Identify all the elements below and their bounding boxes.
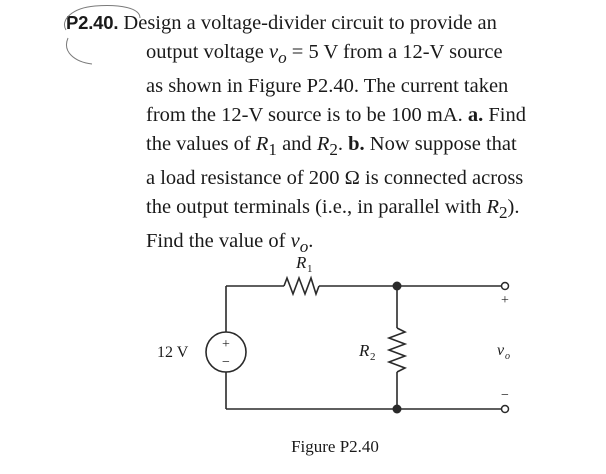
problem-text: as shown in Figure P2.40. The current ta… [146, 75, 509, 98]
symbol-vo: v [268, 41, 279, 63]
junction-dot-top [392, 281, 402, 291]
problem-text: Design a voltage-divider circuit to prov… [123, 12, 497, 34]
problem-text: and [276, 133, 317, 156]
symbol-r2: R [316, 133, 330, 156]
problem-line-1: P2.40. Design a voltage-divider circuit … [66, 8, 602, 38]
problem-line-6: a load resistance of 200 Ω is connected … [66, 164, 602, 193]
problem-number: P2.40. [66, 12, 119, 33]
symbol-subscript: 2 [498, 203, 508, 223]
problem-line-2: output voltage vo = 5 V from a 12-V sour… [66, 38, 602, 72]
problem-text: from the 12-V source is to be 100 mA. [146, 104, 468, 127]
problem-text: . [337, 133, 349, 156]
output-voltage-label: v [497, 342, 505, 359]
symbol-r1: R [255, 133, 269, 156]
pencil-mark [64, 5, 141, 65]
problem-text: Find the value of [146, 230, 291, 253]
r2-subscript: 2 [370, 351, 376, 363]
problem-line-4: from the 12-V source is to be 100 mA. a.… [66, 101, 602, 130]
problem-text: a load resistance of 200 Ω is connected … [146, 167, 524, 190]
resistor-r1 [283, 275, 320, 297]
circuit-wires [225, 285, 502, 410]
junction-dot-bottom [392, 404, 402, 414]
problem-text: the output terminals (i.e., in parallel … [146, 196, 487, 219]
output-minus-sign: − [501, 388, 509, 403]
source-label: 12 V [157, 344, 189, 361]
r1-label: R [295, 253, 307, 272]
problem-line-8: Find the value of vo. [66, 227, 602, 261]
output-plus-sign: + [501, 293, 509, 308]
output-terminal-bottom [500, 404, 510, 414]
symbol-subscript: o [299, 237, 309, 257]
problem-line-7: the output terminals (i.e., in parallel … [66, 193, 602, 227]
source-plus-sign: + [222, 337, 230, 352]
part-a-label: a. [467, 104, 484, 127]
part-b-label: b. [348, 133, 365, 156]
symbol-subscript: o [278, 48, 287, 68]
symbol-vo: v [290, 230, 300, 253]
output-terminal-top [500, 281, 510, 291]
problem-text: Find [483, 104, 526, 127]
problem-text: Now suppose that [364, 133, 517, 156]
output-voltage-subscript: o [505, 351, 510, 362]
problem-text: the values of [146, 133, 256, 156]
symbol-r2: R [486, 196, 499, 219]
symbol-subscript: 2 [329, 140, 338, 160]
problem-text: ). [507, 196, 520, 219]
problem-text: output voltage [146, 41, 269, 63]
problem-text: . [308, 230, 314, 253]
source-minus-sign: − [222, 355, 230, 370]
figure-caption: Figure P2.40 [291, 437, 379, 456]
resistor-r2 [386, 327, 408, 373]
problem-line-3: as shown in Figure P2.40. The current ta… [66, 72, 602, 101]
r2-label: R [358, 341, 370, 360]
problem-line-5: the values of R1 and R2. b. Now suppose … [66, 130, 602, 164]
symbol-subscript: 1 [268, 140, 277, 160]
voltage-source [205, 331, 247, 373]
r1-subscript: 1 [307, 263, 313, 275]
problem-text: = 5 V from a 12-V source [286, 41, 503, 63]
problem-statement: P2.40. Design a voltage-divider circuit … [66, 8, 602, 261]
